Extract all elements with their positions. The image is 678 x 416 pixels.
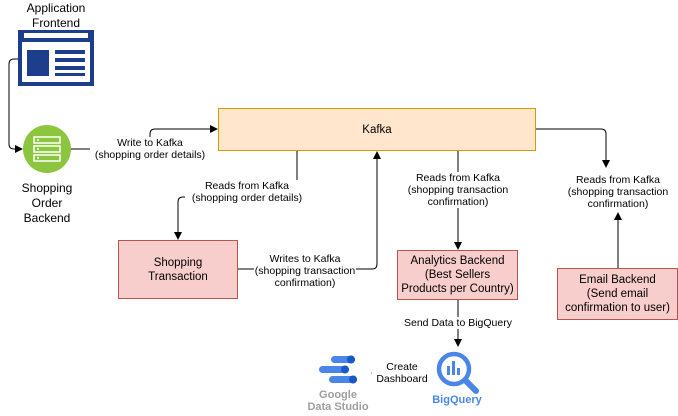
reads-order-details-label: Reads from Kafka (shopping order details…	[185, 180, 309, 204]
shopping-transaction-box[interactable]: Shopping Transaction	[118, 240, 238, 299]
email-reads-label: Reads from Kafka (shopping transaction c…	[562, 174, 674, 210]
create-dashboard-label: Create Dashboard	[372, 361, 432, 385]
bigquery-label: BigQuery	[432, 394, 482, 406]
analytics-reads-label: Reads from Kafka (shopping transaction c…	[402, 172, 514, 208]
write-to-kafka-label: Write to Kafka (shopping order details)	[90, 137, 210, 161]
data-studio-icon	[319, 355, 357, 384]
data-studio-label-line2: Data Studio	[307, 401, 369, 413]
application-frontend-label: Application Frontend	[26, 1, 86, 30]
analytics-backend-box[interactable]: Analytics Backend (Best Sellers Products…	[397, 250, 518, 300]
kafka-box[interactable]: Kafka	[218, 108, 536, 151]
send-to-bigquery-label: Send Data to BigQuery	[401, 317, 515, 329]
browser-window-icon	[18, 30, 94, 86]
shopping-order-backend-label: Shopping Order Backend	[21, 181, 73, 225]
writes-confirmation-label: Writes to Kafka (shopping transaction co…	[254, 253, 356, 289]
edge-frontend-to-order-backend	[8, 58, 26, 153]
data-studio-label-line1: Google	[319, 389, 357, 401]
edge-shopping-transaction-to-kafka	[238, 151, 381, 270]
email-backend-box[interactable]: Email Backend (Send email confirmation t…	[557, 268, 678, 320]
edge-kafka-to-email-reads	[536, 128, 610, 168]
server-icon	[23, 125, 71, 173]
connectors	[8, 58, 622, 377]
bigquery-icon	[436, 351, 479, 394]
